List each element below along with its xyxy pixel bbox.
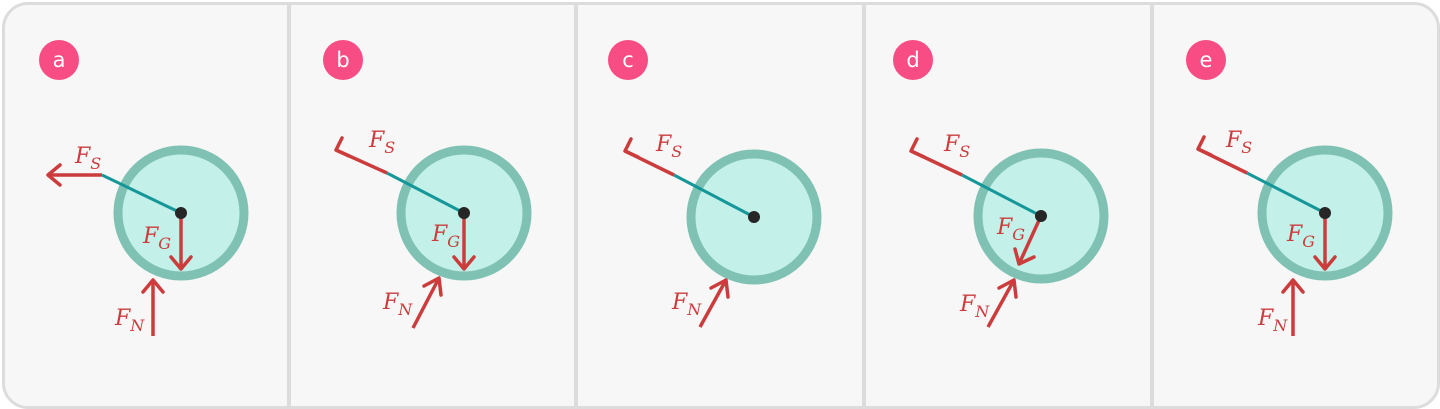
panel-a: a FS FG FN	[5, 5, 287, 406]
ball-center	[1035, 210, 1047, 222]
gravity-force-arrowhead	[452, 255, 476, 271]
normal-force-arrowhead	[997, 278, 1018, 299]
string	[101, 173, 182, 215]
panel-b: b FS FG FN	[291, 5, 574, 406]
normal-force-arrowhead	[422, 276, 443, 297]
gravity-force-label: FG	[431, 222, 460, 251]
spring-force-label: FS	[74, 144, 101, 173]
panel-d: d FS FG FN	[866, 5, 1150, 406]
gravity-force-label: FG	[142, 224, 171, 253]
spring-force-arrowhead	[334, 136, 351, 158]
option-badge: b	[323, 40, 363, 80]
normal-force-arrow	[698, 279, 728, 328]
spring-force-arrowhead	[46, 163, 62, 187]
spring-force-label: FS	[368, 128, 395, 157]
string	[961, 173, 1042, 218]
free-body-diagram-c: FS FN	[623, 132, 822, 328]
spring-force-arrowhead	[909, 137, 926, 159]
ball-center	[1319, 207, 1331, 219]
normal-force-arrow	[411, 277, 441, 329]
panel-divider	[287, 5, 291, 406]
ball-center	[458, 207, 470, 219]
option-badge: c	[608, 40, 648, 80]
panel-divider	[1150, 5, 1154, 406]
string	[386, 171, 465, 215]
spring-force-arrowhead	[623, 137, 640, 159]
normal-force-label: FN	[114, 306, 145, 335]
normal-force-label: FN	[959, 292, 990, 321]
string	[673, 173, 755, 219]
gravity-force-label: FG	[1286, 222, 1315, 251]
panel-divider	[574, 5, 578, 406]
panel-e: e FS FG FN	[1154, 5, 1437, 406]
option-badge: d	[893, 40, 933, 80]
normal-force-label: FN	[1257, 306, 1288, 335]
normal-force-label: FN	[382, 290, 413, 319]
panel-divider	[862, 5, 866, 406]
free-body-diagram-d: FS FG FN	[909, 132, 1109, 328]
gravity-force-arrowhead	[1313, 255, 1337, 271]
ball-center	[175, 207, 187, 219]
normal-force-arrowhead	[709, 278, 730, 299]
normal-force-label: FN	[671, 290, 702, 319]
panel-c: c FS FN	[578, 5, 862, 406]
string	[1246, 171, 1326, 215]
gravity-force-arrowhead	[169, 255, 193, 271]
normal-force-arrow	[986, 279, 1016, 328]
gravity-force-label: FG	[996, 215, 1025, 244]
normal-force-arrowhead	[141, 278, 165, 294]
spring-force-label: FS	[655, 132, 682, 161]
option-badge: a	[39, 40, 79, 80]
ball-center	[748, 211, 760, 223]
spring-force-label: FS	[943, 132, 970, 161]
normal-force-arrowhead	[1281, 278, 1305, 294]
gravity-force-arrowhead	[1013, 247, 1036, 266]
free-body-diagram-b: FS FG FN	[334, 128, 532, 329]
spring-force-arrowhead	[1196, 135, 1213, 157]
free-body-diagram-e: FS FG FN	[1196, 128, 1393, 336]
free-body-diagram-a: FS FG FN	[46, 144, 249, 336]
option-badge: e	[1186, 40, 1226, 80]
gravity-force-arrow	[1017, 215, 1043, 265]
spring-force-label: FS	[1225, 128, 1252, 157]
